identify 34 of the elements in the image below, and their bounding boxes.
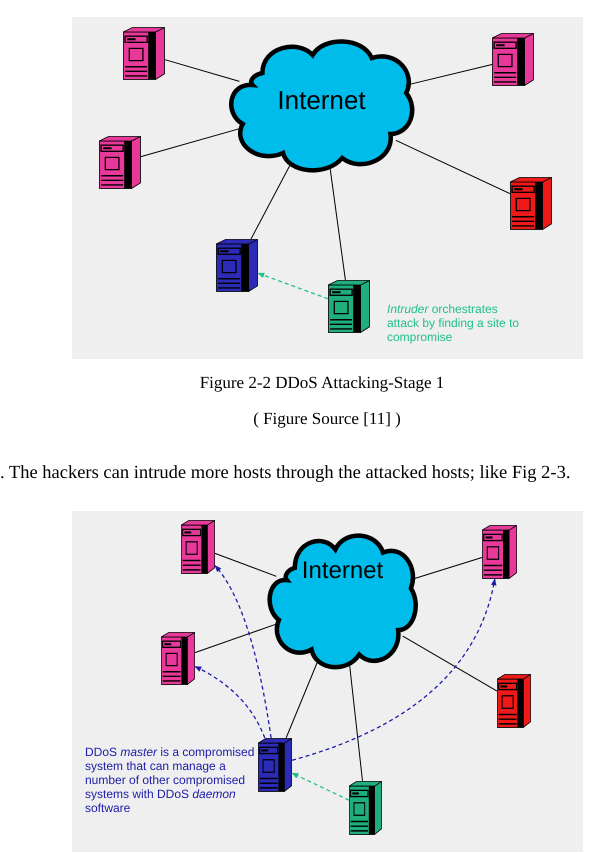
server-icon — [510, 177, 552, 230]
connector-line — [395, 140, 510, 194]
server-icon — [492, 33, 534, 86]
connector-line — [250, 164, 290, 240]
connector-line — [164, 59, 240, 82]
annotation-text: DDoS master is a compromised system that can manage a number of other compromised systems with DDoS daemon software — [85, 745, 256, 815]
server-icon — [123, 27, 165, 80]
server-icon — [497, 674, 531, 728]
dashed-arrow — [291, 772, 350, 801]
connector-line — [194, 624, 276, 654]
server-icon — [482, 525, 517, 579]
server-icon — [328, 280, 370, 333]
server-icon — [258, 738, 292, 792]
connector-line — [402, 636, 498, 692]
source-note: ( Figure Source [11] ) — [253, 409, 401, 429]
connector-line — [330, 168, 346, 280]
connector-line — [214, 552, 277, 577]
figure-caption: Figure 2-2 DDoS Attacking-Stage 1 — [200, 373, 444, 393]
connector-line — [286, 662, 318, 738]
connector-line — [349, 665, 363, 782]
server-icon — [216, 239, 258, 292]
body-text: . The hackers can intrude more hosts through the attacked hosts; like Fig 2-3. — [0, 462, 572, 485]
server-icon — [99, 136, 141, 189]
annotation-text: Intruder orchestrates attack by finding a site to compromise — [387, 302, 520, 344]
server-icon — [349, 781, 382, 835]
dashed-arrow — [214, 565, 272, 738]
node-label: Internet — [300, 556, 384, 585]
server-icon — [161, 632, 195, 685]
node-label: Internet — [276, 85, 367, 116]
dashed-arrow — [194, 666, 266, 738]
dashed-arrow — [292, 578, 496, 761]
dashed-arrow — [257, 272, 328, 300]
connector-line — [140, 128, 240, 158]
server-icon — [181, 520, 215, 574]
